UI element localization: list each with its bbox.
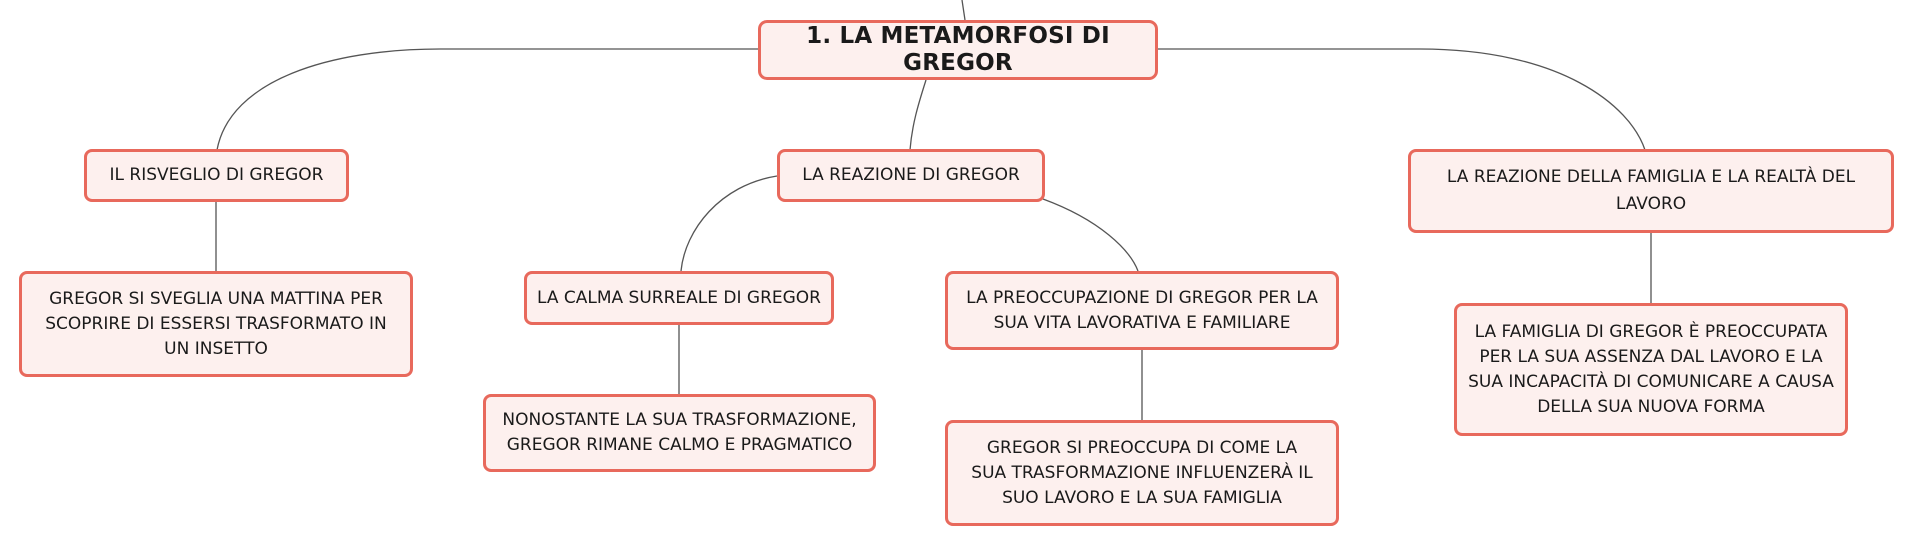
connector-branch-2-child-2	[1042, 198, 1139, 272]
connector-root-branch-1	[216, 48, 758, 151]
leaf-node-text: LA FAMIGLIA DI GREGOR È PREOCCUPATA PER …	[1468, 321, 1834, 417]
branch-node-risveglio[interactable]: IL RISVEGLIO DI GREGOR	[84, 149, 349, 202]
root-topic[interactable]: 1. LA METAMORFOSI DI GREGOR	[758, 20, 1158, 80]
subtopic-node-label: LA CALMA SURREALE DI GREGOR	[536, 287, 821, 308]
leaf-node-text: GREGOR SI SVEGLIA UNA MATTINA PER SCOPRI…	[45, 288, 387, 359]
branch-node-reazione-gregor[interactable]: LA REAZIONE DI GREGOR	[777, 149, 1045, 202]
connector-root-branch-2	[909, 79, 927, 151]
leaf-node-text: GREGOR SI PREOCCUPA DI COME LA SUA TRASF…	[971, 437, 1313, 508]
subtopic-node-label: LA PREOCCUPAZIONE DI GREGOR PER LA SUA V…	[966, 287, 1318, 333]
branch-node-label: LA REAZIONE DELLA FAMIGLIA E LA REALTÀ D…	[1446, 167, 1856, 214]
root-topic-label: 1. LA METAMORFOSI DI GREGOR	[806, 23, 1110, 76]
leaf-node-risveglio[interactable]: GREGOR SI SVEGLIA UNA MATTINA PER SCOPRI…	[19, 271, 413, 377]
connector-branch-2-child-1	[680, 175, 778, 272]
branch-node-label: IL RISVEGLIO DI GREGOR	[109, 165, 324, 185]
branch-node-label: LA REAZIONE DI GREGOR	[802, 165, 1020, 185]
leaf-node-preoccupazione-detail[interactable]: GREGOR SI PREOCCUPA DI COME LA SUA TRASF…	[945, 420, 1339, 526]
subtopic-node-preoccupazione[interactable]: LA PREOCCUPAZIONE DI GREGOR PER LA SUA V…	[945, 271, 1339, 350]
subtopic-node-calma[interactable]: LA CALMA SURREALE DI GREGOR	[524, 271, 834, 325]
branch-node-reazione-famiglia[interactable]: LA REAZIONE DELLA FAMIGLIA E LA REALTÀ D…	[1408, 149, 1894, 233]
leaf-node-famiglia-detail[interactable]: LA FAMIGLIA DI GREGOR È PREOCCUPATA PER …	[1454, 303, 1848, 436]
leaf-node-calma-detail[interactable]: NONOSTANTE LA SUA TRASFORMAZIONE, GREGOR…	[483, 394, 876, 472]
connector-root-parent	[961, 0, 966, 21]
connector-root-branch-3	[1158, 48, 1646, 151]
leaf-node-text: NONOSTANTE LA SUA TRASFORMAZIONE, GREGOR…	[502, 410, 857, 455]
